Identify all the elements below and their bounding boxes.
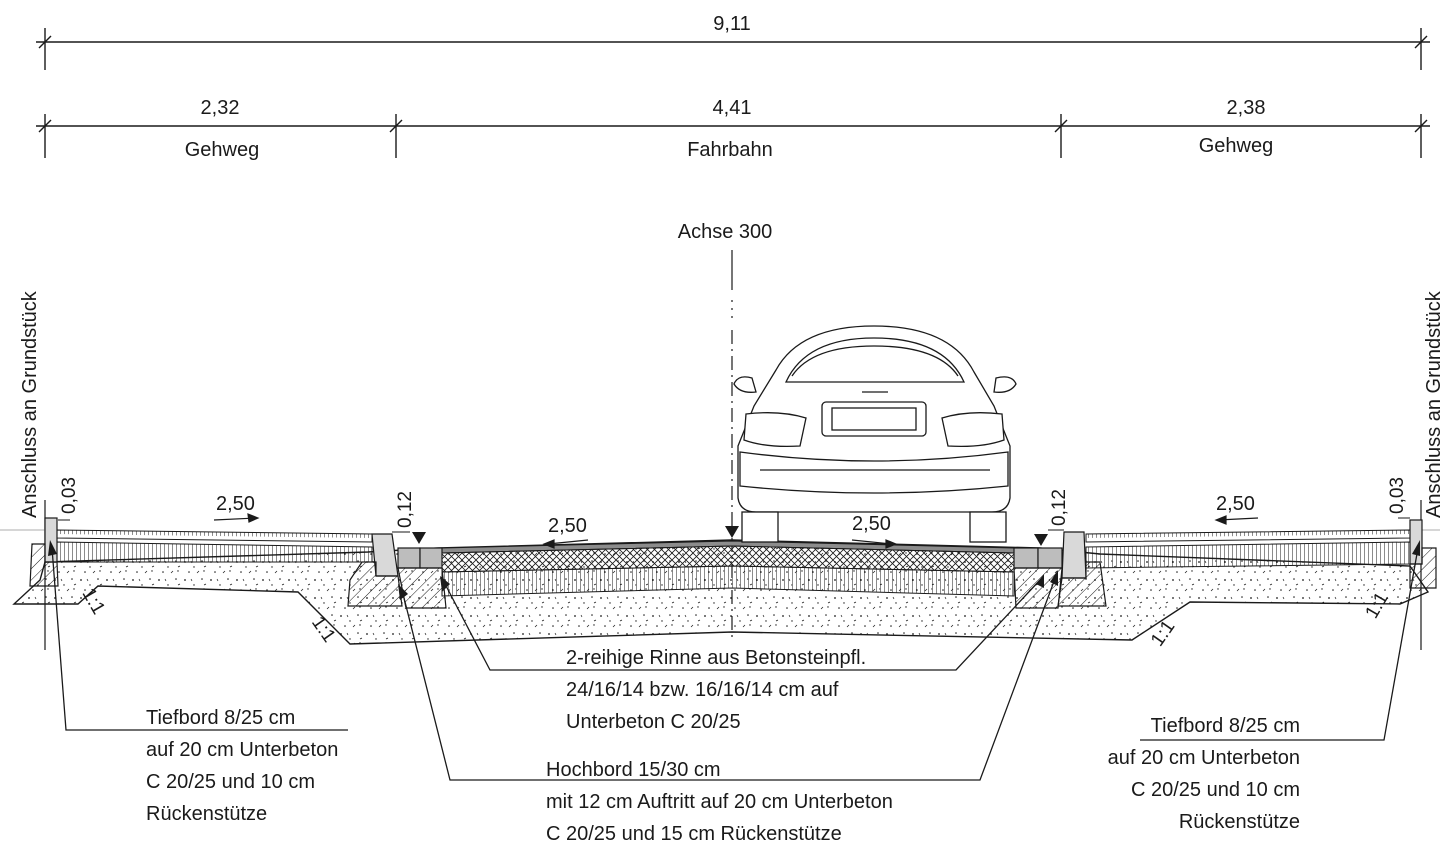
car-tail-light-left (743, 412, 807, 448)
tiefbord-right-note-line-4: Rückenstütze (1178, 811, 1300, 833)
right-sidewalk (1085, 529, 1411, 569)
leader-arrowheads (48, 540, 1420, 600)
tiefbord-right-note-line-1: Tiefbord 8/25 cm (1150, 715, 1300, 737)
level-marker-left (412, 532, 426, 544)
rinne-note-line-1: 2-reihige Rinne aus Betonsteinpfl. (566, 647, 867, 669)
car-tail-light-right (941, 412, 1005, 448)
left-curb-height-label: 0,12 (395, 491, 416, 528)
hochbord-note-line-1: Hochbord 15/30 cm (546, 759, 721, 781)
roadway-label: Fahrbahn (687, 139, 773, 161)
left-gutter (397, 547, 447, 609)
car-rear-window (784, 337, 966, 383)
car-wheel-left (741, 511, 779, 543)
tiefbord-right-note-line-2: auf 20 cm Unterbeton (1107, 747, 1300, 769)
tiefbord-leader-right (1140, 547, 1419, 741)
slope-arrows (213, 513, 1259, 549)
right-sidewalk-label: Gehweg (1198, 135, 1274, 157)
hochbord-note-line-3: C 20/25 und 15 cm Rückenstütze (546, 823, 842, 845)
car-mirror-left (733, 376, 757, 393)
car-bumper (739, 451, 1009, 494)
road-right-slope-label: 2,50 (852, 513, 891, 535)
dimension-lines (36, 28, 1430, 158)
middle-width-label: 4,41 (712, 97, 752, 119)
roadway (441, 540, 1015, 597)
total-width-label: 9,11 (713, 13, 751, 35)
left-sidewalk-label: Gehweg (184, 139, 260, 161)
car-illustration (733, 325, 1017, 543)
tiefbord-left-note-line-3: C 20/25 und 10 cm (146, 771, 315, 793)
rinne-leader-left (443, 581, 732, 671)
rinne-leader-right (732, 579, 1041, 671)
leader-lines (51, 547, 1419, 781)
tiefbord-leader-left (51, 547, 348, 731)
road-left-slope-label: 2,50 (548, 515, 587, 537)
tiefbord-right-note-line-3: C 20/25 und 10 cm (1131, 779, 1300, 801)
level-markers (412, 526, 1048, 546)
right-hochbord (1057, 531, 1107, 607)
right-width-label: 2,38 (1226, 97, 1266, 119)
left-edge-label: Anschluss an Grundstück (19, 291, 41, 518)
axis-label: Achse 300 (677, 221, 773, 243)
small-height-ticks (58, 517, 1410, 533)
tiefbord-left-note-line-1: Tiefbord 8/25 cm (146, 707, 296, 729)
level-marker-axis (725, 526, 739, 538)
hochbord-leader-left (401, 589, 732, 781)
right-edge-label: Anschluss an Grundstück (1423, 291, 1440, 518)
right-edge-height-label: 0,03 (1387, 477, 1408, 514)
left-sidewalk (56, 529, 373, 563)
left-edge-height-label: 0,03 (59, 477, 80, 514)
tiefbord-left-note-line-4: Rückenstütze (146, 803, 268, 825)
left-hochbord (347, 533, 403, 607)
car-wheel-right (969, 511, 1007, 543)
rinne-note-line-3: Unterbeton C 20/25 (566, 711, 741, 733)
hochbord-leader-right (732, 575, 1057, 781)
left-width-label: 2,32 (200, 97, 240, 119)
level-marker-right (1034, 534, 1048, 546)
rinne-note-line-2: 24/16/14 bzw. 16/16/14 cm auf (566, 679, 839, 701)
right-curb-height-label: 0,12 (1049, 489, 1070, 526)
left-sidewalk-slope-label: 2,50 (216, 493, 255, 515)
car-mirror-right (993, 376, 1017, 393)
tiefbord-left-note-line-2: auf 20 cm Unterbeton (146, 739, 339, 761)
right-sidewalk-slope-label: 2,50 (1216, 493, 1255, 515)
right-gutter (1013, 547, 1063, 609)
hochbord-note-line-2: mit 12 cm Auftritt auf 20 cm Unterbeton (546, 791, 893, 813)
